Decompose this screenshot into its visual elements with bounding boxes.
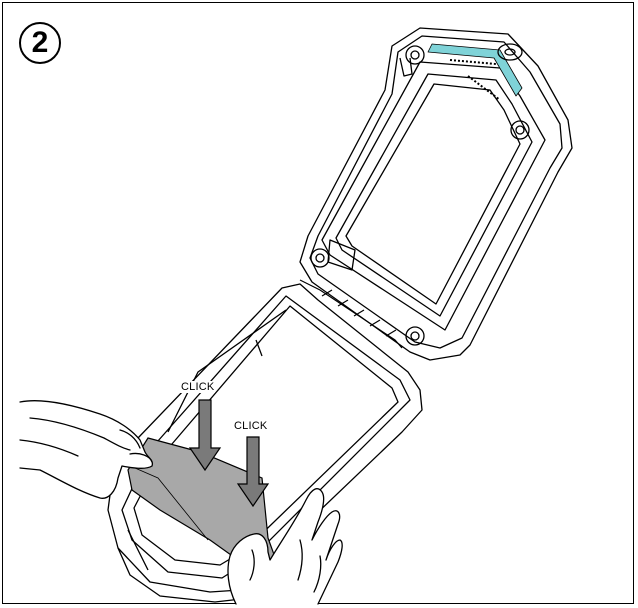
left-hand-illustration (19, 400, 154, 499)
hinge (299, 279, 403, 349)
panel-edge (134, 467, 209, 541)
step-number-badge: 2 (19, 22, 61, 64)
step-number: 2 (31, 26, 49, 59)
down-arrow-icon (236, 436, 270, 508)
enclosure-lid (299, 27, 573, 361)
right-hand-illustration (227, 488, 343, 605)
down-arrow-icon (188, 399, 222, 472)
click-label-2: CLICK (233, 420, 269, 432)
click-label-1: CLICK (180, 381, 216, 393)
